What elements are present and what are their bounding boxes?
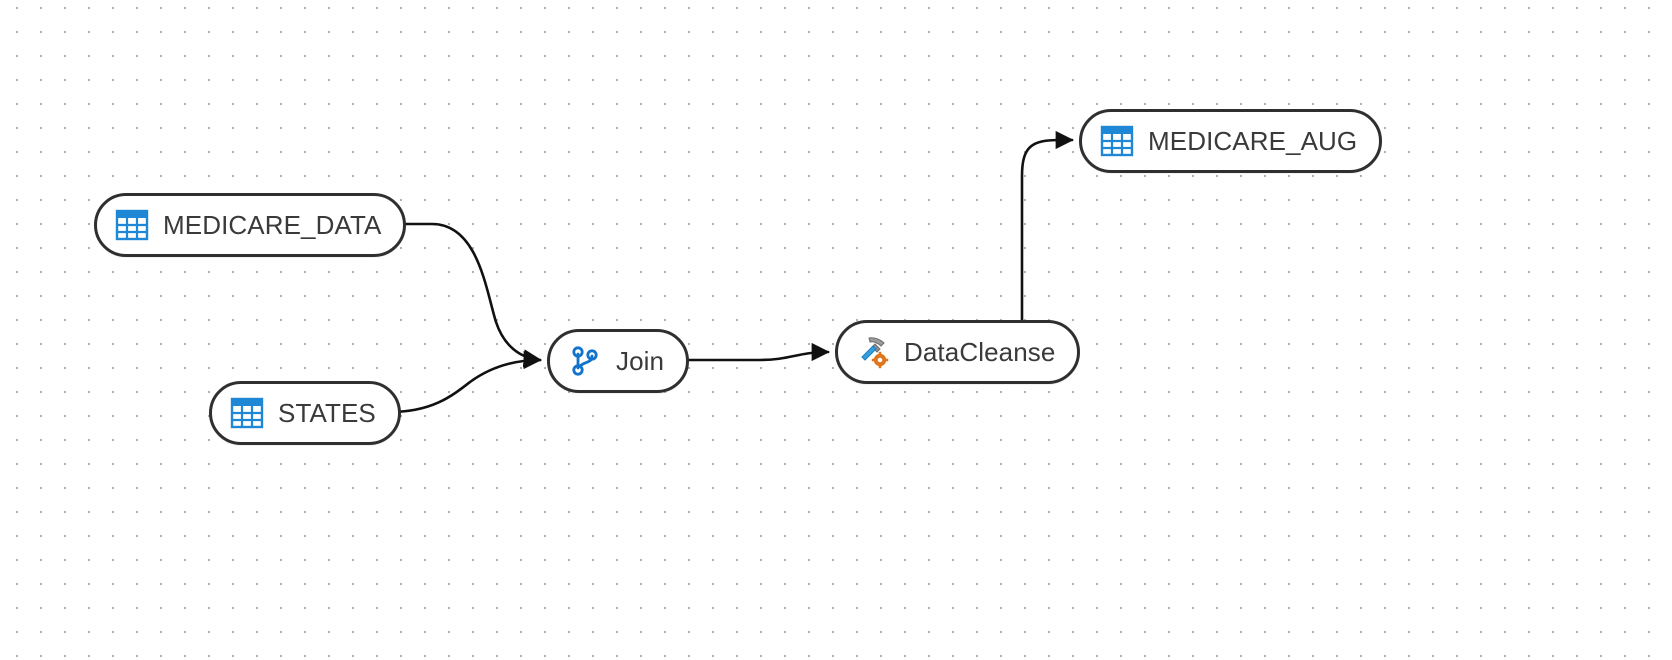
node-join[interactable]: Join <box>547 329 690 393</box>
edge-states-join <box>388 350 542 414</box>
edge-medicare-data-join <box>402 222 542 368</box>
node-label: Join <box>616 346 665 376</box>
table-icon <box>115 209 149 241</box>
hammer-gear-icon <box>861 337 889 369</box>
table-icon <box>230 397 264 429</box>
node-medicare-data[interactable]: MEDICARE_DATA <box>94 193 407 257</box>
gear-part <box>871 351 889 369</box>
node-label: MEDICARE_AUG <box>1148 126 1358 156</box>
table-icon <box>1100 125 1134 157</box>
node-medicare-aug[interactable]: MEDICARE_AUG <box>1079 109 1383 173</box>
node-label: MEDICARE_DATA <box>163 210 382 240</box>
node-label: DataCleanse <box>904 337 1056 367</box>
edge-join-datacleanse <box>670 342 830 362</box>
node-datacleanse[interactable]: DataCleanse <box>835 320 1081 384</box>
edge-datacleanse-medicare-aug <box>1020 130 1074 322</box>
hammer-part <box>861 337 885 361</box>
join-branch-icon <box>572 346 598 376</box>
node-states[interactable]: STATES <box>209 381 401 445</box>
node-label: STATES <box>278 398 376 428</box>
